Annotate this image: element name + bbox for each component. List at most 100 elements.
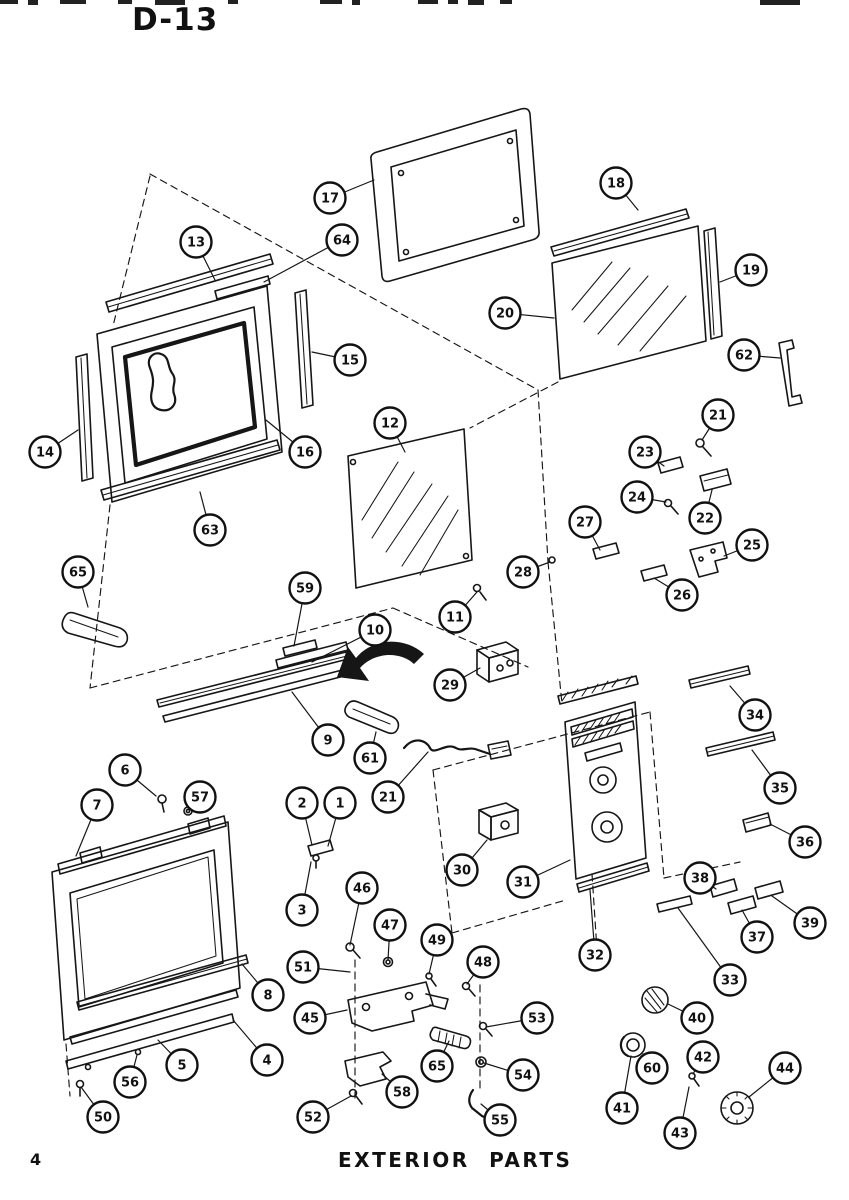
svg-text:37: 37: [748, 931, 766, 946]
part-oven-door: [51, 794, 241, 1041]
callout-22: 22: [688, 501, 722, 535]
callout-16: 16: [288, 435, 322, 469]
svg-text:44: 44: [776, 1062, 794, 1077]
callout-61: 61: [353, 741, 387, 775]
callout-57: 57: [183, 780, 217, 814]
svg-text:60: 60: [643, 1062, 661, 1077]
callout-6: 6: [108, 753, 142, 787]
callout-41: 41: [605, 1091, 639, 1125]
part-component-box: [478, 802, 519, 841]
svg-text:9: 9: [323, 734, 332, 749]
svg-text:39: 39: [801, 917, 819, 932]
callout-31: 31: [506, 865, 540, 899]
callout-29: 29: [433, 668, 467, 702]
svg-text:15: 15: [341, 354, 359, 369]
part-wire-lead: [402, 739, 512, 760]
callout-8: 8: [251, 978, 285, 1012]
svg-text:8: 8: [263, 989, 272, 1004]
callout-54: 54: [506, 1058, 540, 1092]
svg-text:54: 54: [514, 1069, 532, 1084]
svg-text:49: 49: [428, 934, 446, 949]
callout-4: 4: [250, 1043, 284, 1077]
callout-14: 14: [28, 435, 62, 469]
callout-7: 7: [80, 788, 114, 822]
svg-text:47: 47: [381, 919, 399, 934]
callout-37: 37: [740, 920, 774, 954]
callout-60: 60: [635, 1051, 669, 1085]
svg-text:46: 46: [353, 882, 371, 897]
svg-text:61: 61: [361, 752, 379, 767]
callout-21: 21: [371, 780, 405, 814]
callout-65: 65: [61, 555, 95, 589]
svg-text:29: 29: [441, 679, 459, 694]
svg-text:17: 17: [321, 192, 339, 207]
callout-46: 46: [345, 871, 379, 905]
callout-9: 9: [311, 723, 345, 757]
svg-text:55: 55: [491, 1114, 509, 1129]
callout-40: 40: [680, 1001, 714, 1035]
callout-44: 44: [768, 1051, 802, 1085]
callout-26: 26: [665, 578, 699, 612]
callout-21: 21: [701, 398, 735, 432]
page-number: 4: [30, 1150, 42, 1169]
svg-text:33: 33: [721, 974, 739, 989]
svg-text:14: 14: [36, 446, 54, 461]
svg-text:6: 6: [120, 764, 129, 779]
callout-32: 32: [578, 938, 612, 972]
callout-42: 42: [686, 1040, 720, 1074]
svg-text:19: 19: [742, 264, 760, 279]
callout-51: 51: [286, 950, 320, 984]
svg-text:27: 27: [576, 516, 594, 531]
callout-64: 64: [325, 223, 359, 257]
svg-text:4: 4: [262, 1054, 271, 1069]
rotate-arrow-icon: [337, 641, 424, 681]
svg-text:43: 43: [671, 1127, 689, 1142]
svg-text:25: 25: [743, 539, 761, 554]
part-knob-set: [619, 986, 754, 1125]
callout-10: 10: [358, 613, 392, 647]
svg-text:63: 63: [201, 524, 219, 539]
assembly-guide-lines: [65, 173, 741, 1099]
callout-38: 38: [683, 861, 717, 895]
callout-leader-lines: [44, 179, 811, 1134]
callout-30: 30: [445, 853, 479, 887]
callout-62: 62: [727, 338, 761, 372]
svg-text:5: 5: [177, 1059, 186, 1074]
svg-text:62: 62: [735, 349, 753, 364]
svg-text:45: 45: [301, 1012, 319, 1027]
part-switch-box: [476, 641, 519, 683]
callout-63: 63: [193, 513, 227, 547]
callout-52: 52: [296, 1100, 330, 1134]
callout-5: 5: [165, 1048, 199, 1082]
callout-2: 2: [285, 786, 319, 820]
callout-11: 11: [438, 600, 472, 634]
svg-text:50: 50: [94, 1111, 112, 1126]
part-window-frame-assembly: [75, 253, 314, 503]
callout-45: 45: [293, 1001, 327, 1035]
diagram-caption: EXTERIOR PARTS: [338, 1148, 573, 1172]
svg-text:40: 40: [688, 1012, 706, 1027]
svg-text:51: 51: [294, 961, 312, 976]
svg-text:3: 3: [297, 904, 306, 919]
svg-text:36: 36: [796, 836, 814, 851]
svg-text:32: 32: [586, 949, 604, 964]
part-control-panel: [557, 675, 650, 893]
callout-24: 24: [620, 480, 654, 514]
part-door-bottom-trims: [65, 954, 249, 1097]
callout-23: 23: [628, 435, 662, 469]
callout-47: 47: [373, 908, 407, 942]
svg-text:31: 31: [514, 876, 532, 891]
svg-text:65: 65: [69, 566, 87, 581]
page-title: D-13: [132, 2, 219, 38]
callout-58: 58: [385, 1075, 419, 1109]
svg-text:34: 34: [746, 709, 764, 724]
callout-19: 19: [734, 253, 768, 287]
svg-text:23: 23: [636, 446, 654, 461]
svg-text:12: 12: [381, 417, 399, 432]
callout-48: 48: [466, 945, 500, 979]
svg-text:20: 20: [496, 307, 514, 322]
part-z-bracket: [778, 339, 803, 407]
